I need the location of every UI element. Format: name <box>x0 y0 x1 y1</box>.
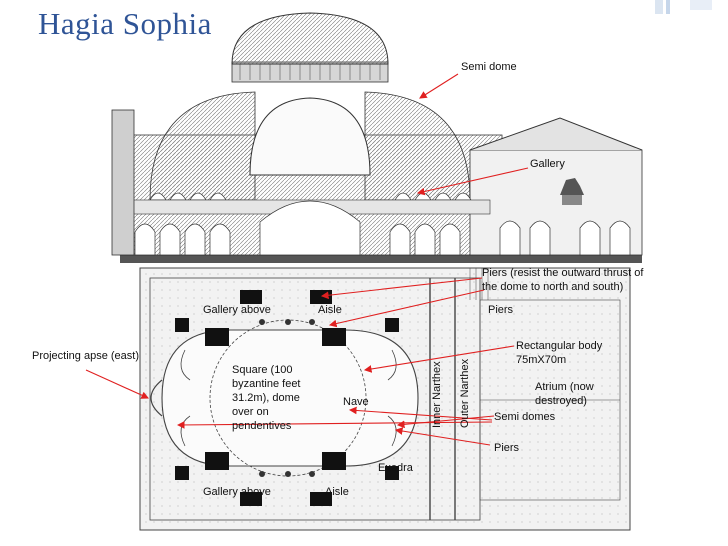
label-semi-domes: Semi domes <box>494 411 556 423</box>
label-aisle-bottom: Aisle <box>325 486 349 498</box>
label-exedra: Exedra <box>378 462 413 474</box>
label-gallery: Gallery <box>530 158 565 170</box>
label-rectangular-body: Rectangular body 75mX70m <box>516 340 603 366</box>
decorative-strip <box>666 0 670 14</box>
label-nave: Nave <box>343 396 369 408</box>
slide-title: Hagia Sophia <box>38 6 212 41</box>
section-elevation <box>111 12 643 263</box>
label-aisle-top: Aisle <box>318 304 342 316</box>
label-outer-narthex: Outer Narthex <box>459 358 471 428</box>
label-piers: Piers <box>488 304 514 316</box>
annotation-arrows <box>85 73 529 446</box>
decorative-strip <box>655 0 663 14</box>
decorative-strip <box>690 0 712 10</box>
label-piers-resist: Piers (resist the outward thrust of the … <box>482 267 644 293</box>
label-inner-narthex: Inner Narthex <box>431 361 443 428</box>
label-gallery-above-bottom: Gallery above <box>203 486 271 498</box>
label-square-dome: Square (100 byzantine feet 31.2m), dome … <box>232 364 301 432</box>
label-piers-2: Piers <box>494 442 520 454</box>
label-semi-dome: Semi dome <box>461 61 517 73</box>
label-projecting-apse: Projecting apse (east) <box>32 350 139 362</box>
label-gallery-above-top: Gallery above <box>203 304 271 316</box>
label-atrium: Atrium (now destroyed) <box>535 381 594 407</box>
floor-plan <box>139 267 631 531</box>
